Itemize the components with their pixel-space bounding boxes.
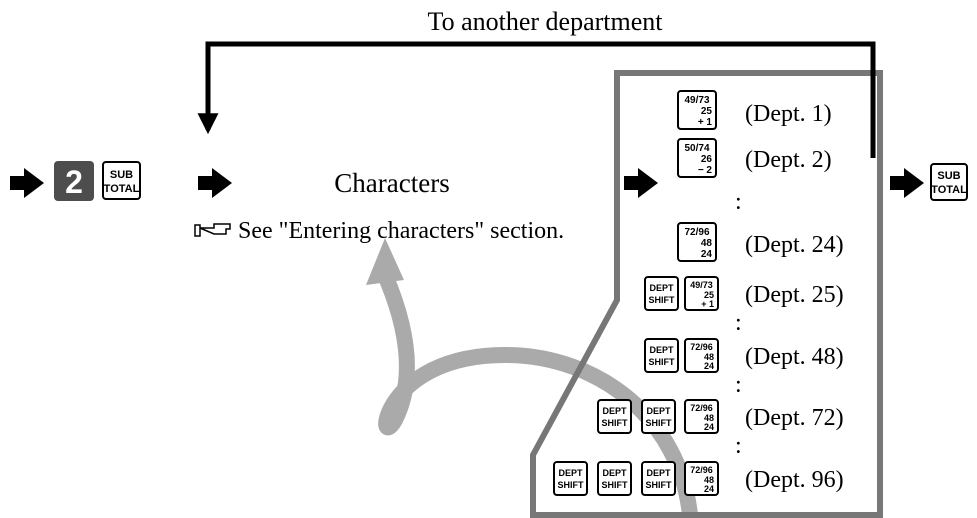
shift-key-r96-1[interactable]: DEPT SHIFT: [553, 461, 588, 496]
dept48-key-top: 72/96: [690, 342, 713, 352]
shift-key-line1: DEPT: [646, 406, 671, 416]
dept-key-row-48[interactable]: 72/96 48 24: [684, 338, 719, 373]
shift-key-line2: SHIFT: [646, 418, 673, 428]
ellipsis-2: :: [735, 310, 742, 336]
shift-key-line1: DEPT: [558, 468, 583, 478]
key-2-button[interactable]: 2: [54, 161, 94, 201]
dept1-key-top: 49/73: [684, 95, 709, 106]
shift-key-line2: SHIFT: [602, 480, 629, 490]
characters-label: Characters: [334, 168, 449, 198]
ellipsis-4: :: [735, 433, 742, 459]
dept2-key-bottom: − 2: [698, 165, 713, 176]
arrow-start: [10, 168, 44, 198]
shift-key-line1: DEPT: [602, 468, 627, 478]
ellipsis-3: :: [735, 372, 742, 398]
dept2-key-mid: 26: [701, 154, 713, 165]
shift-key-line1: DEPT: [649, 345, 674, 355]
dept-label-2: (Dept. 2): [745, 147, 832, 173]
subtotal-key-line1: SUB: [110, 169, 133, 181]
dept72-key-mid: 48: [704, 413, 714, 423]
dept96-key-mid: 48: [704, 475, 714, 485]
shift-key-line2: SHIFT: [649, 295, 676, 305]
ellipsis-1: :: [735, 189, 742, 215]
dept72-key-top: 72/96: [690, 403, 713, 413]
dept48-key-mid: 48: [704, 352, 714, 362]
dept-label-1: (Dept. 1): [745, 101, 832, 127]
dept2-key-top: 50/74: [684, 143, 709, 154]
shift-key-r48-1[interactable]: DEPT SHIFT: [644, 338, 679, 373]
key-2-label: 2: [65, 164, 83, 200]
subtotal-key-line2: TOTAL: [931, 184, 967, 196]
pointing-hand-icon: [194, 223, 231, 237]
reference-note: See "Entering characters" section.: [238, 218, 564, 244]
dept24-key-top: 72/96: [684, 227, 709, 238]
dept25-key-mid: 25: [704, 290, 714, 300]
dept-label-72: (Dept. 72): [745, 405, 844, 431]
department-panel: [530, 70, 883, 518]
dept-key-row-1[interactable]: 49/73 25 + 1: [677, 90, 717, 130]
subtotal-key-right[interactable]: SUB TOTAL: [930, 163, 968, 201]
dept-key-row-2[interactable]: 50/74 26 − 2: [677, 138, 717, 178]
arrow-to-characters: [198, 168, 232, 198]
dept-label-24: (Dept. 24): [745, 232, 844, 258]
arrow-to-departments: [624, 168, 658, 198]
shift-key-line1: DEPT: [649, 283, 674, 293]
dept24-key-bottom: 24: [701, 249, 713, 260]
subtotal-key-left[interactable]: SUB TOTAL: [102, 161, 141, 200]
dept-key-row-25[interactable]: 49/73 25 + 1: [684, 276, 719, 311]
shift-key-r96-3[interactable]: DEPT SHIFT: [641, 461, 676, 496]
subtotal-key-line1: SUB: [937, 170, 960, 182]
dept-key-row-72[interactable]: 72/96 48 24: [684, 399, 719, 434]
shift-key-r72-1[interactable]: DEPT SHIFT: [597, 399, 632, 434]
dept72-key-bottom: 24: [704, 422, 714, 432]
dept96-key-top: 72/96: [690, 465, 713, 475]
subtotal-key-line2: TOTAL: [104, 183, 140, 195]
shift-key-r72-2[interactable]: DEPT SHIFT: [641, 399, 676, 434]
dept48-key-bottom: 24: [704, 361, 714, 371]
dept-key-row-24[interactable]: 72/96 48 24: [677, 222, 717, 262]
dept-label-25: (Dept. 25): [745, 282, 844, 308]
loop-line: [197, 41, 876, 158]
return-curve-arrowhead: [366, 238, 404, 285]
arrow-to-subtotal: [890, 168, 924, 198]
dept25-key-bottom: + 1: [701, 299, 714, 309]
shift-key-r96-2[interactable]: DEPT SHIFT: [597, 461, 632, 496]
dept1-key-bottom: + 1: [698, 117, 713, 128]
shift-key-line1: DEPT: [646, 468, 671, 478]
dept-key-row-96[interactable]: 72/96 48 24: [684, 461, 719, 496]
dept96-key-bottom: 24: [704, 484, 714, 494]
dept-label-48: (Dept. 48): [745, 344, 844, 370]
loop-label: To another department: [428, 7, 664, 36]
shift-key-line2: SHIFT: [602, 418, 629, 428]
return-curve: [377, 267, 698, 518]
shift-key-line1: DEPT: [602, 406, 627, 416]
shift-key-line2: SHIFT: [649, 357, 676, 367]
dept-label-96: (Dept. 96): [745, 467, 844, 493]
shift-key-line2: SHIFT: [558, 480, 585, 490]
shift-key-line2: SHIFT: [646, 480, 673, 490]
dept1-key-mid: 25: [701, 106, 713, 117]
shift-key-r25-1[interactable]: DEPT SHIFT: [644, 276, 679, 311]
dept24-key-mid: 48: [701, 238, 713, 249]
dept25-key-top: 49/73: [690, 280, 713, 290]
